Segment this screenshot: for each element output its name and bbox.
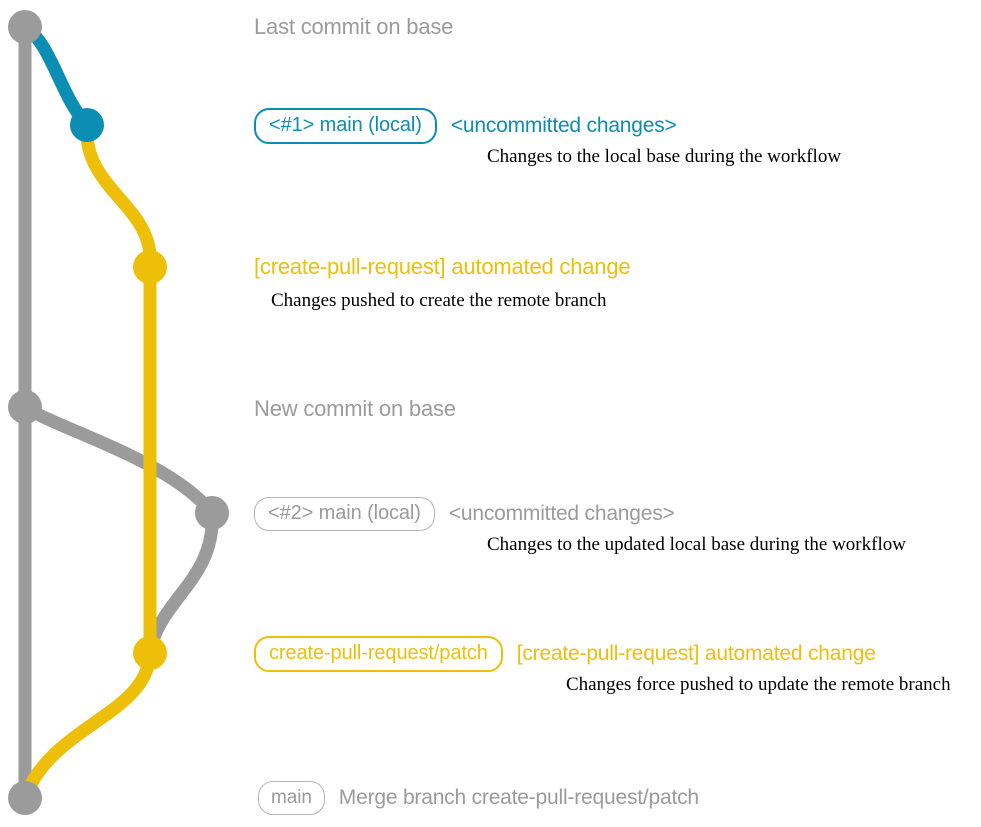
commit-description-local-1: Changes to the local base during the wor…: [487, 146, 842, 167]
commit-node-base-new: [8, 390, 42, 424]
label-new-commit-on-base: New commit on base: [254, 396, 456, 421]
label-last-commit-on-base: Last commit on base: [254, 14, 454, 39]
commit-subject-merge: Merge branch create-pull-request/patch: [338, 786, 699, 809]
commit-node-base-top: [8, 10, 42, 44]
commit-node-local-1: [70, 108, 104, 142]
edge-base-to-local2: [18, 400, 219, 520]
commit-description-remote-1: Changes pushed to create the remote bran…: [271, 290, 607, 311]
row-local-commit-1: <#1> main (local) <uncommitted changes>: [254, 108, 677, 144]
edge-remote2-to-merge: [18, 646, 157, 805]
commit-node-base-merge: [8, 781, 42, 815]
commit-subject-uncommitted-2: <uncommitted changes>: [448, 502, 675, 525]
graph-nodes: [8, 10, 229, 815]
branch-badge-main-local-2[interactable]: <#2> main (local): [254, 497, 435, 531]
commit-node-remote-2: [133, 636, 167, 670]
commit-node-local-2: [195, 496, 229, 530]
row-remote-commit-2: create-pull-request/patch [create-pull-r…: [254, 636, 876, 672]
row-local-commit-2: <#2> main (local) <uncommitted changes>: [254, 497, 675, 531]
commit-description-local-2: Changes to the updated local base during…: [487, 534, 906, 555]
edge-local1-to-remote1: [80, 118, 157, 274]
branch-badge-main-local-1[interactable]: <#1> main (local): [254, 108, 437, 144]
branch-badge-main[interactable]: main: [258, 781, 325, 815]
branch-badge-create-pull-request-patch[interactable]: create-pull-request/patch: [254, 636, 503, 672]
commit-description-remote-2: Changes force pushed to update the remot…: [566, 674, 951, 695]
commit-subject-uncommitted-1: <uncommitted changes>: [450, 114, 677, 137]
commit-subject-automated-change-1: [create-pull-request] automated change: [254, 254, 631, 279]
commit-subject-automated-change-2: [create-pull-request] automated change: [516, 642, 876, 665]
row-merge-commit: main Merge branch create-pull-request/pa…: [258, 781, 699, 815]
commit-node-remote-1: [133, 250, 167, 284]
